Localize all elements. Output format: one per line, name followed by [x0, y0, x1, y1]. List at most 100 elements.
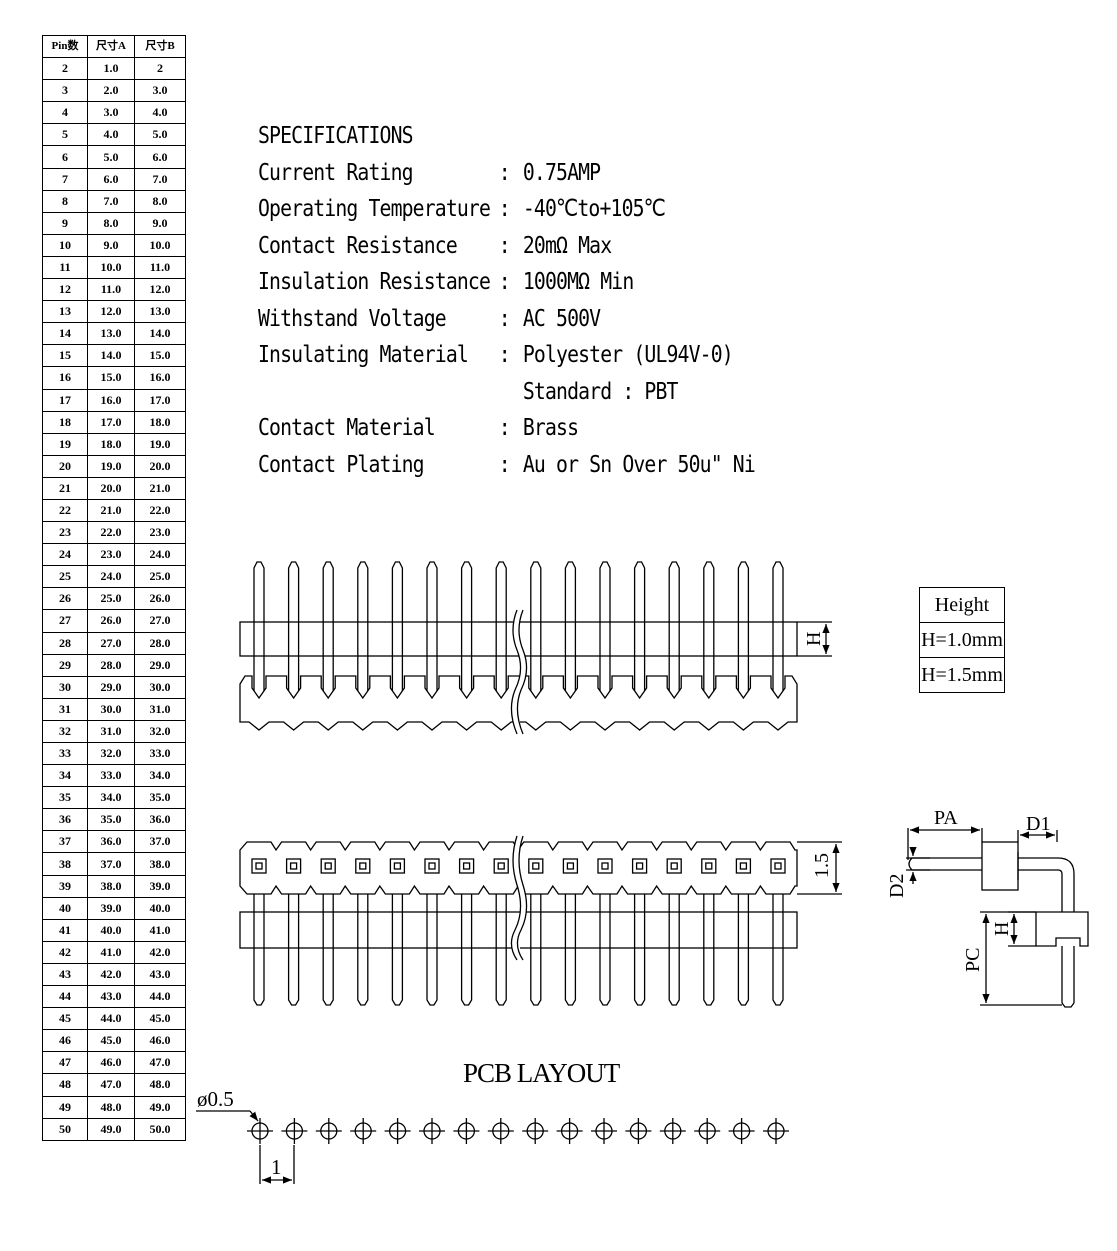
size-b-cell: 35.0 [134, 786, 186, 810]
spec-label: Insulating Material [258, 342, 469, 368]
size-a-cell: 48.0 [87, 1095, 135, 1119]
spec-label: Withstand Voltage [258, 305, 447, 332]
pin-count-cell: 30 [42, 675, 88, 699]
size-a-cell: 25.0 [87, 587, 135, 611]
pin-upper [564, 561, 577, 712]
spec-row: Insulation Resistance:1000MΩ Min [258, 264, 755, 301]
pin-count-cell: 29 [42, 653, 88, 677]
pin-square-inner [635, 862, 644, 870]
pitch-label: 1 [271, 1155, 282, 1179]
size-a-cell: 29.0 [87, 675, 135, 699]
pin-upper [357, 561, 369, 712]
pc-label: PC [962, 948, 984, 972]
size-a-cell: 37.0 [87, 852, 135, 876]
pin-lower [772, 894, 784, 1006]
size-b-cell: 42.0 [134, 940, 186, 964]
pin-square-inner [566, 862, 575, 870]
d2-label: D2 [886, 874, 908, 898]
spec-value: Standard : PBT [522, 378, 679, 405]
pin-count-cell: 22 [42, 498, 88, 523]
pin-lower [564, 894, 577, 1006]
pin-upper [703, 561, 715, 712]
size-b-cell: 12.0 [134, 278, 186, 302]
spec-separator: : [498, 232, 511, 259]
pin-square [320, 858, 336, 874]
pin-square-inner [497, 862, 505, 870]
pin-square-inner [532, 862, 540, 870]
size-b-cell: 33.0 [134, 741, 186, 766]
size-b-cell: 9.0 [134, 211, 186, 235]
pin-lower [460, 894, 473, 1006]
size-a-cell: 34.0 [87, 786, 135, 810]
pin-count-cell: 10 [42, 233, 88, 257]
size-b-cell: 3.0 [134, 79, 186, 103]
size-b-cell: 29.0 [134, 653, 186, 677]
size-b-cell: 39.0 [134, 874, 186, 898]
side-view-drawing: PA D1 D2 H PC [886, 807, 1089, 1008]
spec-separator: : [498, 159, 511, 186]
side-h-label: H [991, 922, 1013, 936]
specifications-title: SPECIFICATIONS [258, 123, 414, 149]
spec-value: -40℃to+105℃ [522, 196, 666, 222]
pin-square [424, 858, 440, 874]
pin-square [666, 858, 682, 874]
size-a-cell: 40.0 [87, 918, 135, 942]
size-b-cell: 31.0 [134, 697, 186, 721]
pin-lower [391, 894, 404, 1006]
size-b-cell: 28.0 [134, 631, 186, 655]
size-a-cell: 6.0 [87, 167, 135, 191]
pin-lower [357, 894, 369, 1006]
pin-square-inner [601, 862, 609, 870]
size-b-cell: 44.0 [134, 985, 186, 1009]
spec-value: 0.75AMP [522, 159, 601, 186]
spec-separator: : [498, 342, 511, 368]
pin-upper [253, 561, 265, 712]
pin-upper [599, 561, 611, 712]
pin-lower [737, 894, 750, 1006]
pin-count-cell: 17 [42, 388, 88, 412]
size-a-cell: 35.0 [87, 808, 135, 832]
size-b-cell: 30.0 [134, 675, 186, 699]
size-b-cell: 27.0 [134, 609, 186, 633]
pin-lower [633, 894, 646, 1006]
pin-upper [737, 561, 750, 712]
spec-row: Contact Material:Brass [258, 410, 755, 447]
size-b-cell: 41.0 [134, 918, 186, 942]
size-b-cell: 19.0 [134, 432, 186, 456]
spec-row: Contact Plating:Au or Sn Over 50u" Ni [258, 447, 756, 484]
break-line [516, 835, 528, 961]
pa-label: PA [934, 807, 958, 829]
spec-row: Operating Temperature:-40℃to+105℃ [258, 191, 755, 228]
pin-count-cell: 23 [42, 521, 88, 545]
size-a-cell: 33.0 [87, 764, 135, 788]
spec-row: Contact Resistance:20mΩ Max [258, 228, 755, 265]
pin-square [285, 858, 302, 874]
size-a-cell: 5.0 [87, 145, 135, 169]
pin-count-cell: 50 [42, 1117, 88, 1141]
pcb-layout-title: PCB LAYOUT [463, 1058, 620, 1088]
size-b-cell: 26.0 [134, 587, 186, 611]
size-a-cell: 46.0 [87, 1051, 135, 1075]
pin-count-cell: 49 [42, 1095, 88, 1119]
pin-lower [322, 894, 334, 1006]
